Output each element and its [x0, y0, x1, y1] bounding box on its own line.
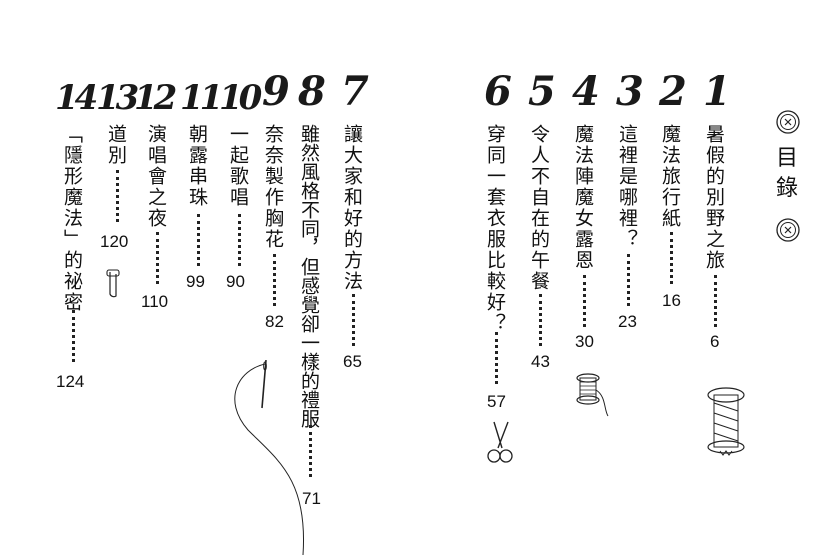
chapter-6-number: 6 [484, 68, 512, 115]
chapter-7-number: 7 [341, 68, 369, 115]
chapter-6-page: 57 [487, 392, 506, 411]
chapter-10-title: 一起歌唱 [227, 124, 249, 208]
chapter-2-number: 2 [659, 68, 687, 115]
chapter-5-page: 43 [531, 352, 550, 371]
chapter-10-number: 10 [219, 78, 262, 118]
chapter-12-leader [156, 232, 163, 284]
button-icon [776, 110, 800, 134]
chapter-4-title: 魔法陣魔女露恩 [572, 124, 594, 271]
chapter-2-leader [670, 232, 677, 284]
chapter-12-number: 12 [134, 78, 177, 118]
chapter-9-number: 9 [262, 68, 290, 115]
chapter-10-page: 90 [226, 272, 245, 291]
chapter-11-number: 11 [180, 78, 223, 118]
chapter-13-page: 120 [100, 232, 129, 251]
chapter-4-leader [583, 275, 590, 327]
chapter-8-page: 71 [302, 489, 321, 508]
chapter-14-page: 124 [56, 372, 85, 391]
chapter-3-leader [627, 254, 634, 306]
ribbon-spool-icon [707, 387, 745, 456]
chapter-4-number: 4 [572, 68, 600, 115]
scissors-icon [487, 421, 513, 463]
chapter-5-title: 令人不自在的午餐 [528, 124, 550, 292]
safety-pin-icon [106, 269, 120, 298]
chapter-9-page: 82 [265, 312, 284, 331]
needle-thread-icon [234, 360, 305, 555]
chapter-3-page: 23 [618, 312, 637, 331]
chapter-1-leader [714, 275, 721, 327]
chapter-3-number: 3 [616, 68, 644, 115]
chapter-5-number: 5 [528, 68, 556, 115]
chapter-3-title: 這裡是哪裡？ [616, 124, 638, 250]
chapter-14-leader [72, 310, 79, 362]
toc-title-char-1: 目 [776, 146, 799, 171]
chapter-13-number: 13 [96, 78, 139, 118]
chapter-4-page: 30 [575, 332, 594, 351]
thread-spool-icon [576, 373, 609, 417]
button-icon [776, 218, 800, 242]
chapter-13-leader [116, 170, 123, 222]
chapter-2-page: 16 [662, 291, 681, 310]
chapter-10-leader [238, 214, 245, 266]
chapter-1-number: 1 [703, 68, 731, 115]
chapter-9-leader [273, 254, 280, 306]
chapter-11-page: 99 [186, 272, 205, 291]
chapter-5-leader [539, 294, 546, 346]
chapter-6-title: 穿同一套衣服比較好？ [484, 124, 506, 334]
chapter-1-title: 暑假的別野之旅 [703, 124, 725, 271]
chapter-2-title: 魔法旅行紙 [659, 124, 681, 229]
chapter-11-leader [197, 214, 204, 266]
chapter-13-title: 道別 [105, 124, 127, 166]
chapter-1-page: 6 [710, 332, 720, 351]
chapter-14-number: 14 [55, 78, 98, 118]
chapter-7-page: 65 [343, 352, 362, 371]
toc-title-char-2: 錄 [776, 176, 799, 201]
chapter-8-number: 8 [298, 68, 326, 115]
chapter-7-leader [352, 294, 359, 346]
chapter-7-title: 讓大家和好的方法 [341, 124, 363, 292]
chapter-9-title: 奈奈製作胸花 [262, 124, 284, 250]
chapter-6-leader [495, 332, 502, 384]
chapter-14-title: 「隱形魔法」的祕密 [61, 124, 83, 313]
chapter-8-leader [309, 425, 316, 477]
chapter-12-title: 演唱會之夜 [145, 124, 167, 229]
chapter-8-title: 雖然風格不同，但感覺卻一樣的禮服 [298, 124, 320, 428]
chapter-12-page: 110 [141, 292, 169, 311]
chapter-11-title: 朝露串珠 [186, 124, 208, 208]
